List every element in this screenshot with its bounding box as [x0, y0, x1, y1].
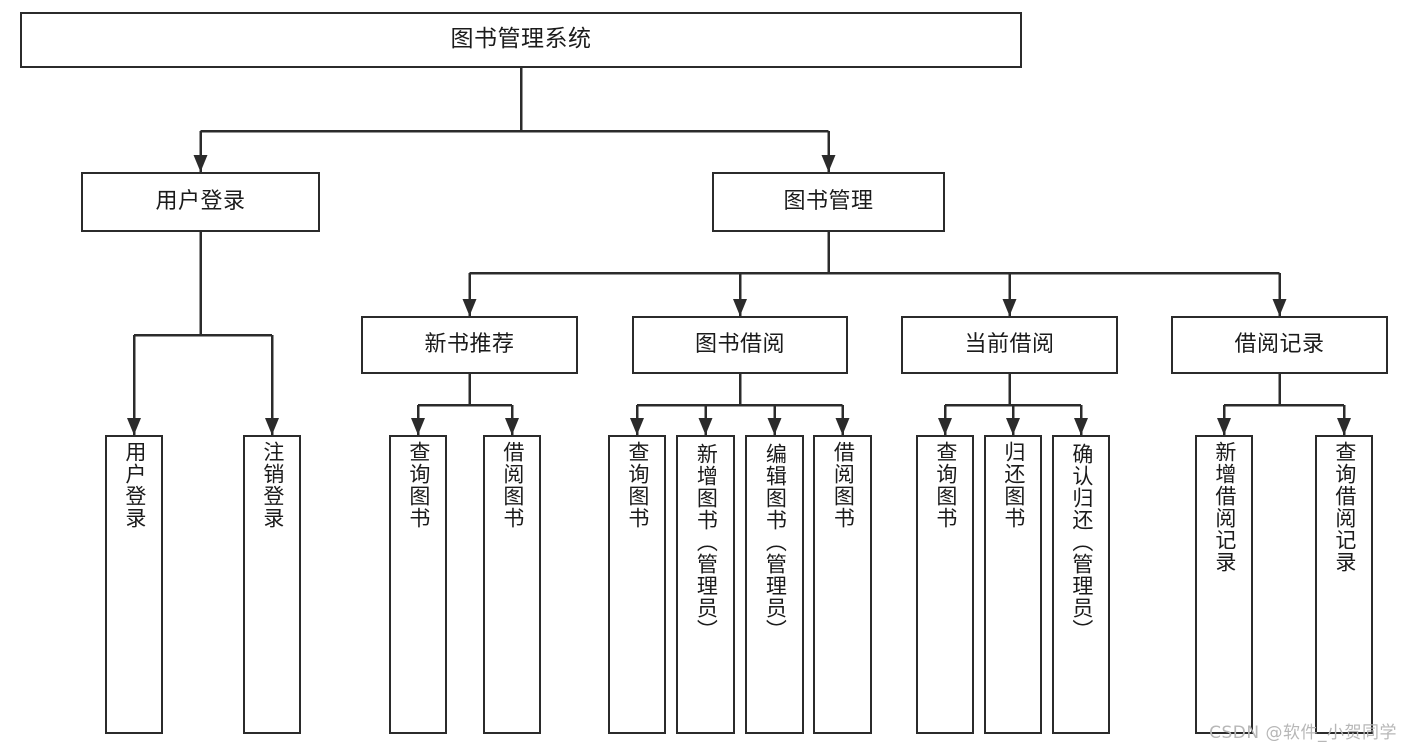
leaf-logout[interactable]: 注销登录	[243, 435, 301, 734]
leaf-borrow-book-label: 借阅图书	[831, 441, 856, 529]
leaf-borrow-book-recommend-label: 借阅图书	[500, 441, 525, 529]
node-borrow-record[interactable]: 借阅记录	[1171, 316, 1388, 374]
node-current-borrow-label: 当前借阅	[964, 331, 1055, 357]
node-current-borrow[interactable]: 当前借阅	[901, 316, 1118, 374]
leaf-borrow-book[interactable]: 借阅图书	[813, 435, 872, 734]
leaf-query-borrow-record-label: 查询借阅记录	[1332, 441, 1357, 573]
leaf-return-book-label: 归还图书	[1001, 441, 1026, 529]
leaf-user-login[interactable]: 用户登录	[105, 435, 163, 734]
csdn-watermark: CSDN @软件_小贺同学	[1209, 723, 1397, 743]
node-new-book-recommend[interactable]: 新书推荐	[361, 316, 578, 374]
node-book-manage[interactable]: 图书管理	[712, 172, 945, 232]
leaf-add-borrow-record[interactable]: 新增借阅记录	[1195, 435, 1253, 734]
node-root-label: 图书管理系统	[450, 26, 592, 53]
node-user-login-label: 用户登录	[155, 188, 246, 214]
leaf-confirm-return-label: 确认归还（管理员）	[1069, 443, 1094, 641]
leaf-query-book-borrow[interactable]: 查询图书	[608, 435, 666, 734]
leaf-query-book-borrow-label: 查询图书	[625, 441, 650, 529]
node-new-book-recommend-label: 新书推荐	[424, 331, 515, 357]
leaf-query-book-current[interactable]: 查询图书	[916, 435, 974, 734]
node-borrow-record-label: 借阅记录	[1234, 331, 1325, 357]
node-book-manage-label: 图书管理	[783, 188, 874, 214]
node-book-borrow[interactable]: 图书借阅	[632, 316, 848, 374]
leaf-edit-book-label: 编辑图书（管理员）	[763, 443, 788, 641]
leaf-add-book[interactable]: 新增图书（管理员）	[676, 435, 735, 734]
leaf-return-book[interactable]: 归还图书	[984, 435, 1042, 734]
leaf-query-book-recommend[interactable]: 查询图书	[389, 435, 447, 734]
leaf-add-borrow-record-label: 新增借阅记录	[1212, 441, 1237, 573]
leaf-query-book-recommend-label: 查询图书	[406, 441, 431, 529]
node-book-borrow-label: 图书借阅	[694, 331, 785, 357]
leaf-add-book-label: 新增图书（管理员）	[694, 443, 719, 641]
node-user-login[interactable]: 用户登录	[81, 172, 320, 232]
node-root[interactable]: 图书管理系统	[20, 12, 1022, 68]
leaf-confirm-return[interactable]: 确认归还（管理员）	[1052, 435, 1110, 734]
leaf-logout-label: 注销登录	[260, 441, 285, 529]
leaf-edit-book[interactable]: 编辑图书（管理员）	[745, 435, 804, 734]
leaf-query-borrow-record[interactable]: 查询借阅记录	[1315, 435, 1373, 734]
leaf-user-login-label: 用户登录	[122, 441, 147, 529]
leaf-query-book-current-label: 查询图书	[933, 441, 958, 529]
leaf-borrow-book-recommend[interactable]: 借阅图书	[483, 435, 541, 734]
